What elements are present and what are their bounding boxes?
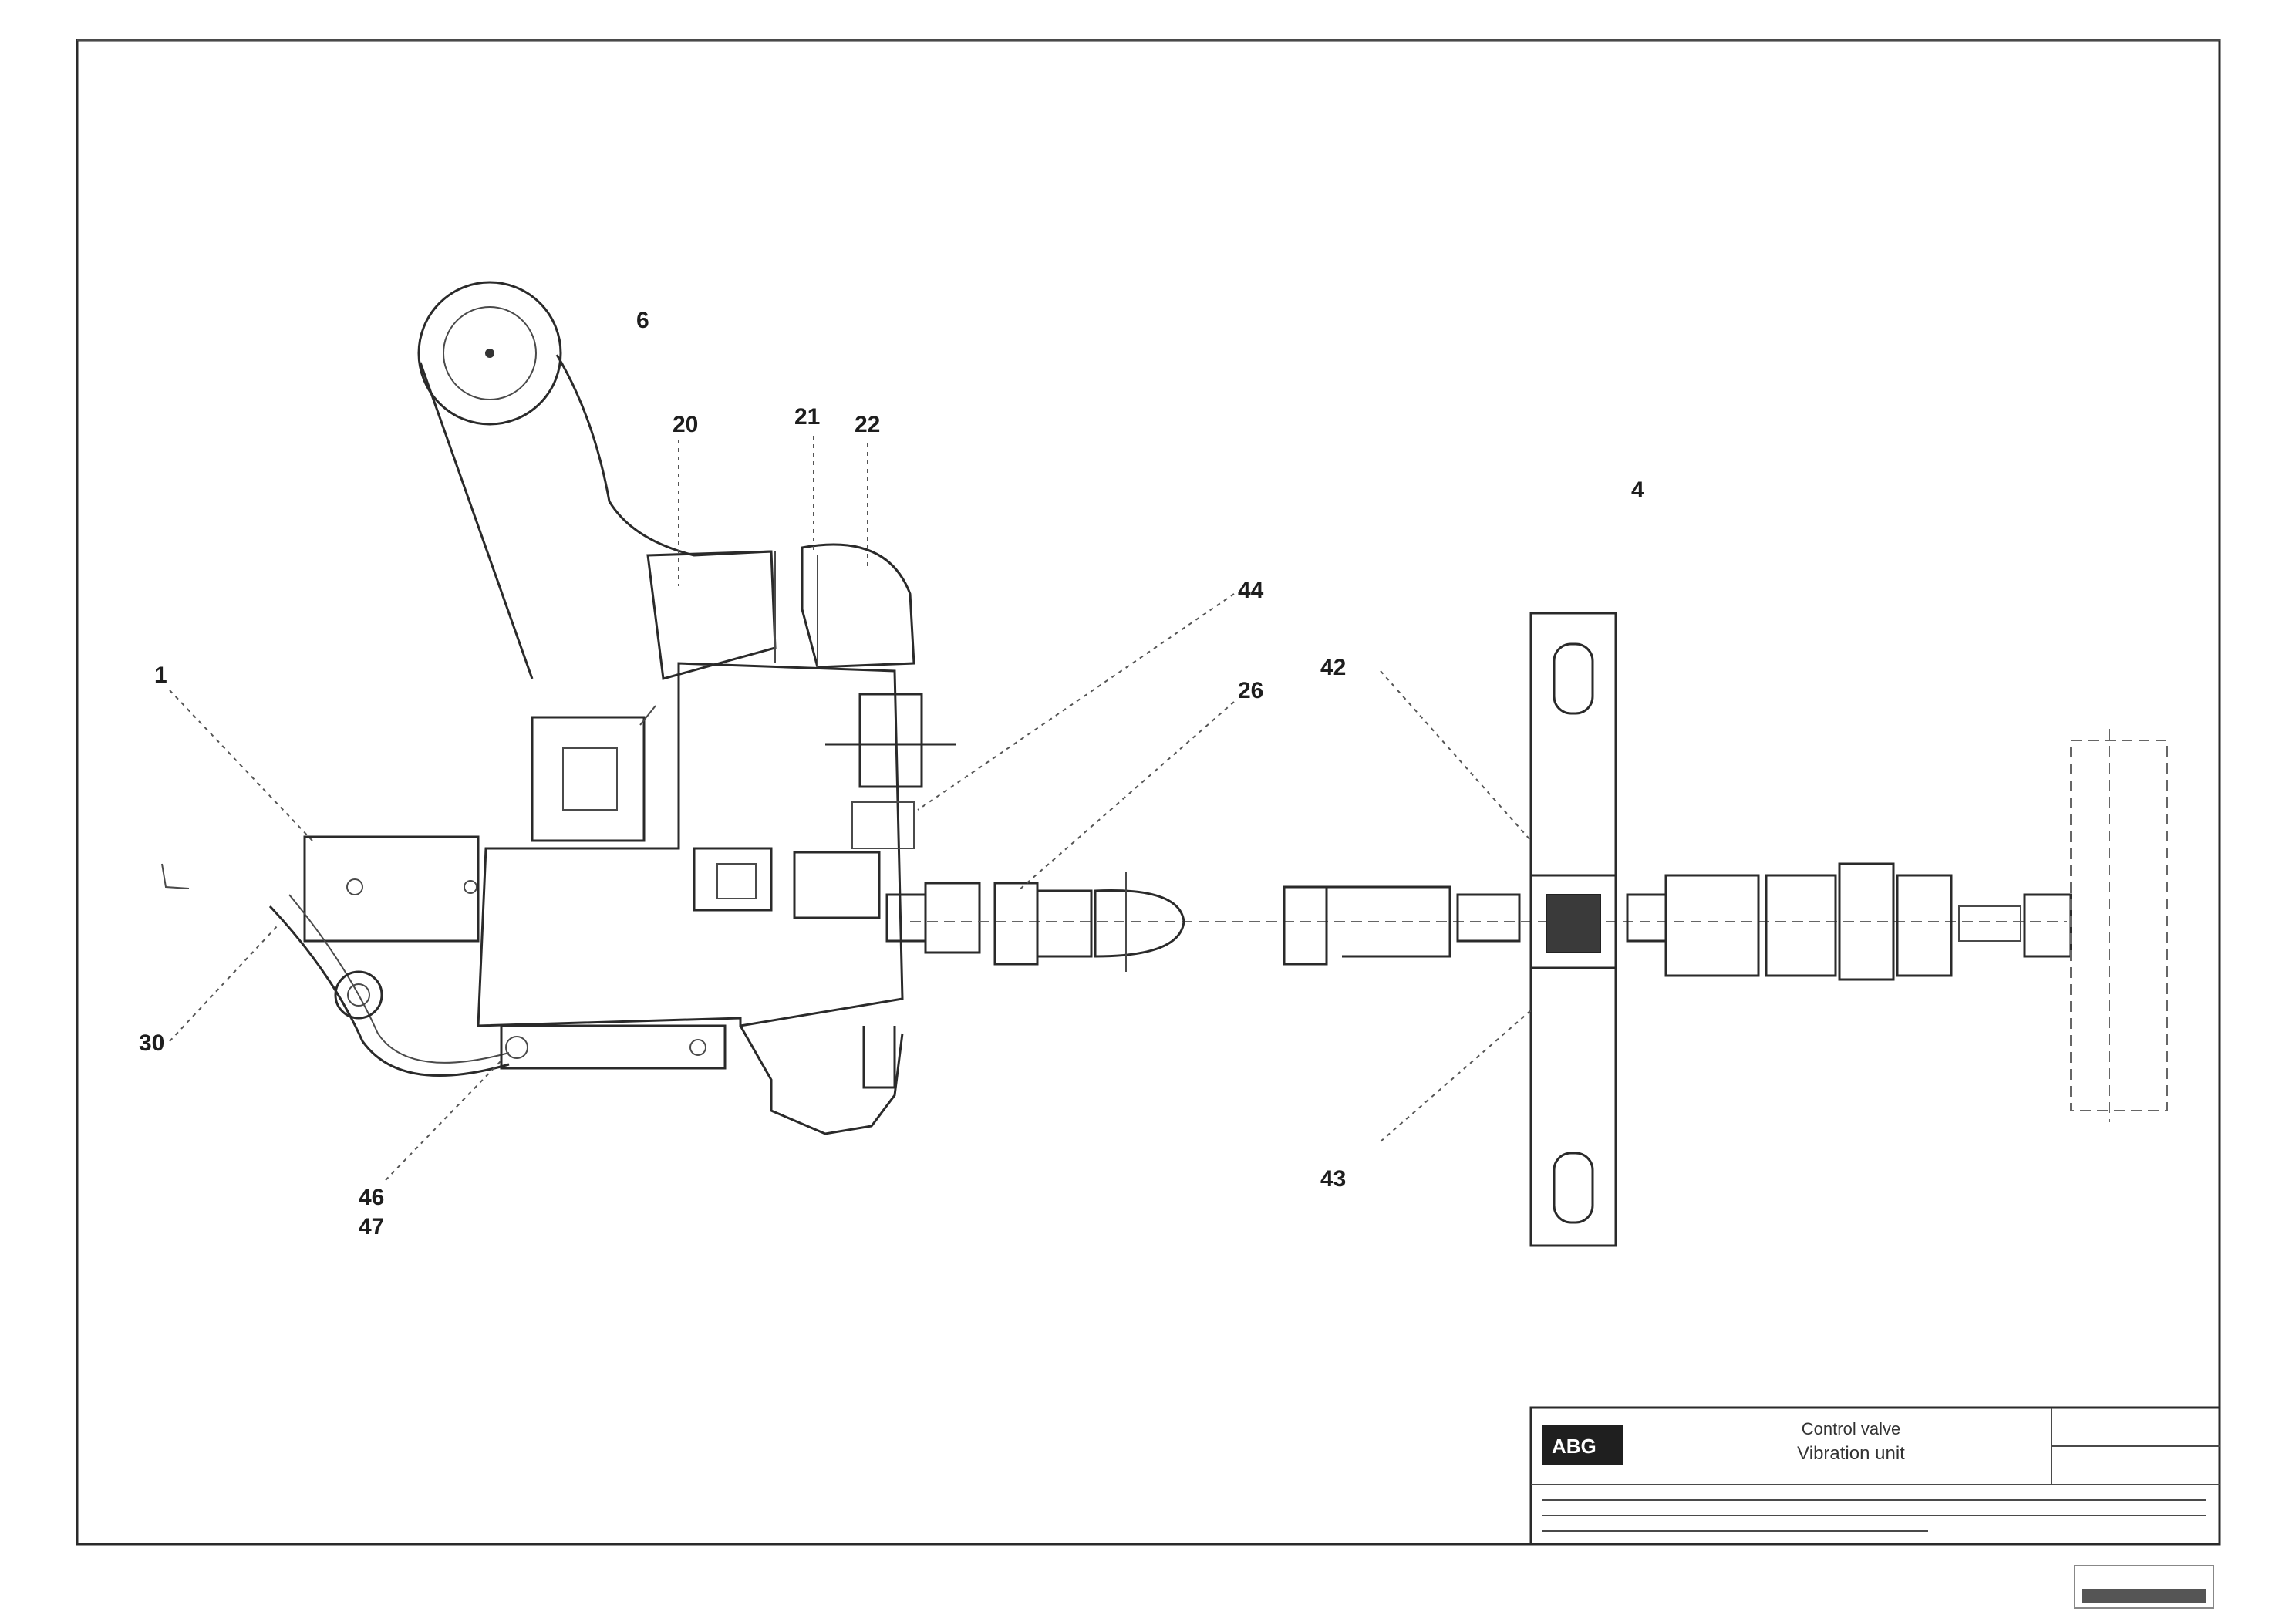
callout-label: 26 bbox=[1238, 678, 1263, 703]
callout-label: 1 bbox=[154, 663, 167, 688]
callout-label: 6 bbox=[636, 308, 649, 333]
callout-label: 4 bbox=[1631, 477, 1644, 503]
title-line-2: Vibration unit bbox=[1797, 1443, 1905, 1464]
phantom-bracket bbox=[2070, 729, 2168, 1122]
solenoid-block bbox=[303, 835, 480, 943]
axial-parts-line bbox=[910, 862, 2072, 981]
title-line-1: Control valve bbox=[1802, 1419, 1900, 1438]
callout-label: 20 bbox=[673, 412, 698, 437]
lever-arm bbox=[417, 281, 772, 679]
company-logo bbox=[1542, 1425, 1623, 1465]
callout-label: 47 bbox=[359, 1214, 384, 1239]
title-block: ABG Control valve Vibration unit bbox=[1529, 1406, 2221, 1546]
lower-cylinder bbox=[500, 1024, 904, 1135]
hose bbox=[268, 894, 510, 1077]
mounting-plate bbox=[1529, 612, 1617, 1247]
callout-label: 30 bbox=[139, 1030, 164, 1056]
drawing-number-stamp bbox=[2074, 1565, 2214, 1609]
leader-lines bbox=[169, 436, 1532, 1181]
valve-body bbox=[477, 662, 904, 1027]
callout-label: 44 bbox=[1238, 578, 1264, 603]
pin-assembly bbox=[825, 693, 956, 1089]
drawing-frame bbox=[76, 39, 2221, 1546]
callout-label: 22 bbox=[855, 412, 880, 437]
callout-labels: 6 20 21 22 4 44 1 26 42 30 46 47 43 bbox=[139, 308, 1644, 1239]
callout-label: 42 bbox=[1320, 655, 1346, 680]
callout-label: 21 bbox=[794, 404, 820, 430]
fitting-cluster bbox=[693, 847, 981, 954]
callout-label: 43 bbox=[1320, 1166, 1346, 1192]
elbow-fitting bbox=[646, 543, 915, 680]
arrow-mark bbox=[161, 863, 190, 889]
callout-label: 46 bbox=[359, 1185, 384, 1210]
svg-text:ABG: ABG bbox=[1552, 1435, 1596, 1458]
